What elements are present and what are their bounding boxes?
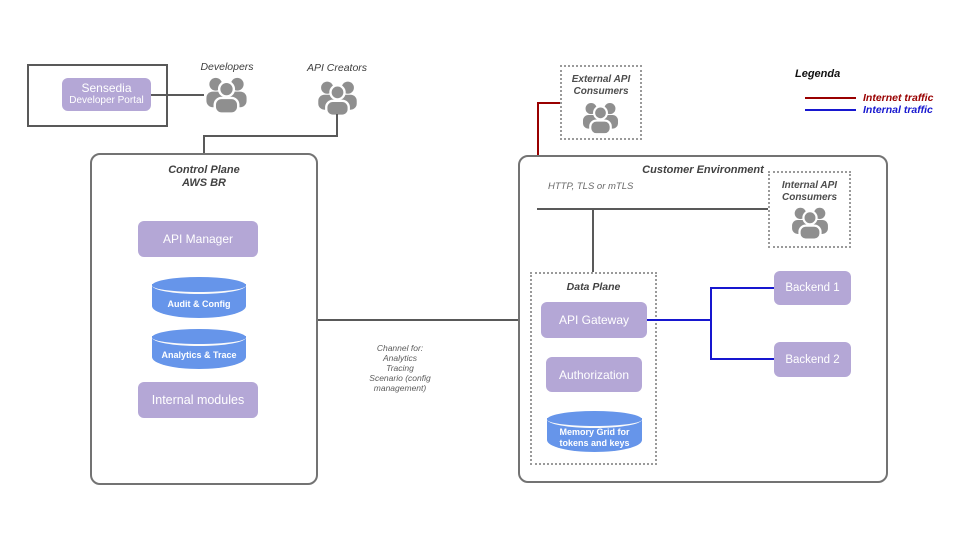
analytics-trace-label: Analytics & Trace <box>161 350 237 360</box>
internal-link-backend1 <box>710 287 774 289</box>
channel-note-line3: Tracing <box>386 363 414 373</box>
control-plane-box <box>90 153 318 485</box>
legend-internal-label: Internal traffic <box>863 104 933 116</box>
internal-link-gateway-out <box>647 319 711 321</box>
internal-consumers-people-icon <box>789 205 831 241</box>
legend-internet-line <box>805 97 856 99</box>
audit-config-cylinder-top <box>152 277 246 294</box>
external-consumers-line1: External API <box>571 74 631 85</box>
internal-link-split <box>710 287 712 360</box>
link-creators-drop <box>336 114 338 137</box>
memory-grid-line2: tokens and keys <box>559 438 630 448</box>
link-portal-developers <box>151 94 204 96</box>
analytics-trace-cylinder-top <box>152 329 246 346</box>
legend-title: Legenda <box>795 68 841 80</box>
channel-note-line1: Channel for: <box>376 343 424 353</box>
customer-env-title: Customer Environment <box>642 164 764 176</box>
internal-link-backend2 <box>710 358 774 360</box>
legend-internal-line <box>805 109 856 111</box>
link-creators-horizontal <box>203 135 338 137</box>
backend1-node: Backend 1 <box>774 271 851 305</box>
channel-note-line5: management) <box>373 383 427 393</box>
sensedia-portal-subtitle: Developer Portal <box>69 95 144 106</box>
audit-config-cylinder: Audit & Config <box>152 277 246 318</box>
external-consumers-people-icon <box>580 101 621 135</box>
internet-link-horizontal <box>537 102 560 104</box>
memory-grid-cylinder: Memory Grid for tokens and keys <box>547 411 642 452</box>
control-plane-title-line1: Control Plane <box>168 164 240 176</box>
channel-note: Channel for: Analytics Tracing Scenario … <box>335 343 465 393</box>
link-consumers-bus <box>537 208 768 210</box>
channel-note-line4: Scenario (config <box>369 373 431 383</box>
internal-consumers-label: Internal API Consumers <box>768 180 851 204</box>
control-plane-title: Control Plane AWS BR <box>90 164 318 190</box>
api-manager-node: API Manager <box>138 221 258 257</box>
control-plane-title-line2: AWS BR <box>182 177 226 189</box>
external-consumers-line2: Consumers <box>573 86 629 97</box>
memory-grid-label: Memory Grid for tokens and keys <box>547 424 642 452</box>
external-consumers-label: External API Consumers <box>560 74 642 98</box>
developers-label: Developers <box>200 61 254 73</box>
channel-note-line2: Analytics <box>382 353 417 363</box>
internal-consumers-line2: Consumers <box>781 192 837 203</box>
link-controlplane-customerenv <box>318 319 518 321</box>
data-plane-title: Data Plane <box>566 281 621 293</box>
legend-internet-label: Internet traffic <box>863 92 934 104</box>
api-creators-label: API Creators <box>306 62 368 74</box>
protocol-label: HTTP, TLS or mTLS <box>548 181 634 192</box>
backend2-node: Backend 2 <box>774 342 851 377</box>
link-bus-dataplane <box>592 208 594 272</box>
memory-grid-line1: Memory Grid for <box>559 427 630 437</box>
api-creators-people-icon <box>315 79 360 117</box>
authorization-node: Authorization <box>546 357 642 392</box>
internal-consumers-line1: Internal API <box>781 180 838 191</box>
link-creators-into-controlplane <box>203 135 205 154</box>
analytics-trace-cylinder: Analytics & Trace <box>152 329 246 369</box>
internal-modules-node: Internal modules <box>138 382 258 418</box>
audit-config-label: Audit & Config <box>167 298 231 309</box>
developers-people-icon <box>203 75 250 115</box>
memory-grid-cylinder-top <box>547 411 642 428</box>
sensedia-portal-node: Sensedia Developer Portal <box>62 78 151 111</box>
sensedia-portal-name: Sensedia <box>81 81 132 95</box>
api-gateway-node: API Gateway <box>541 302 647 338</box>
